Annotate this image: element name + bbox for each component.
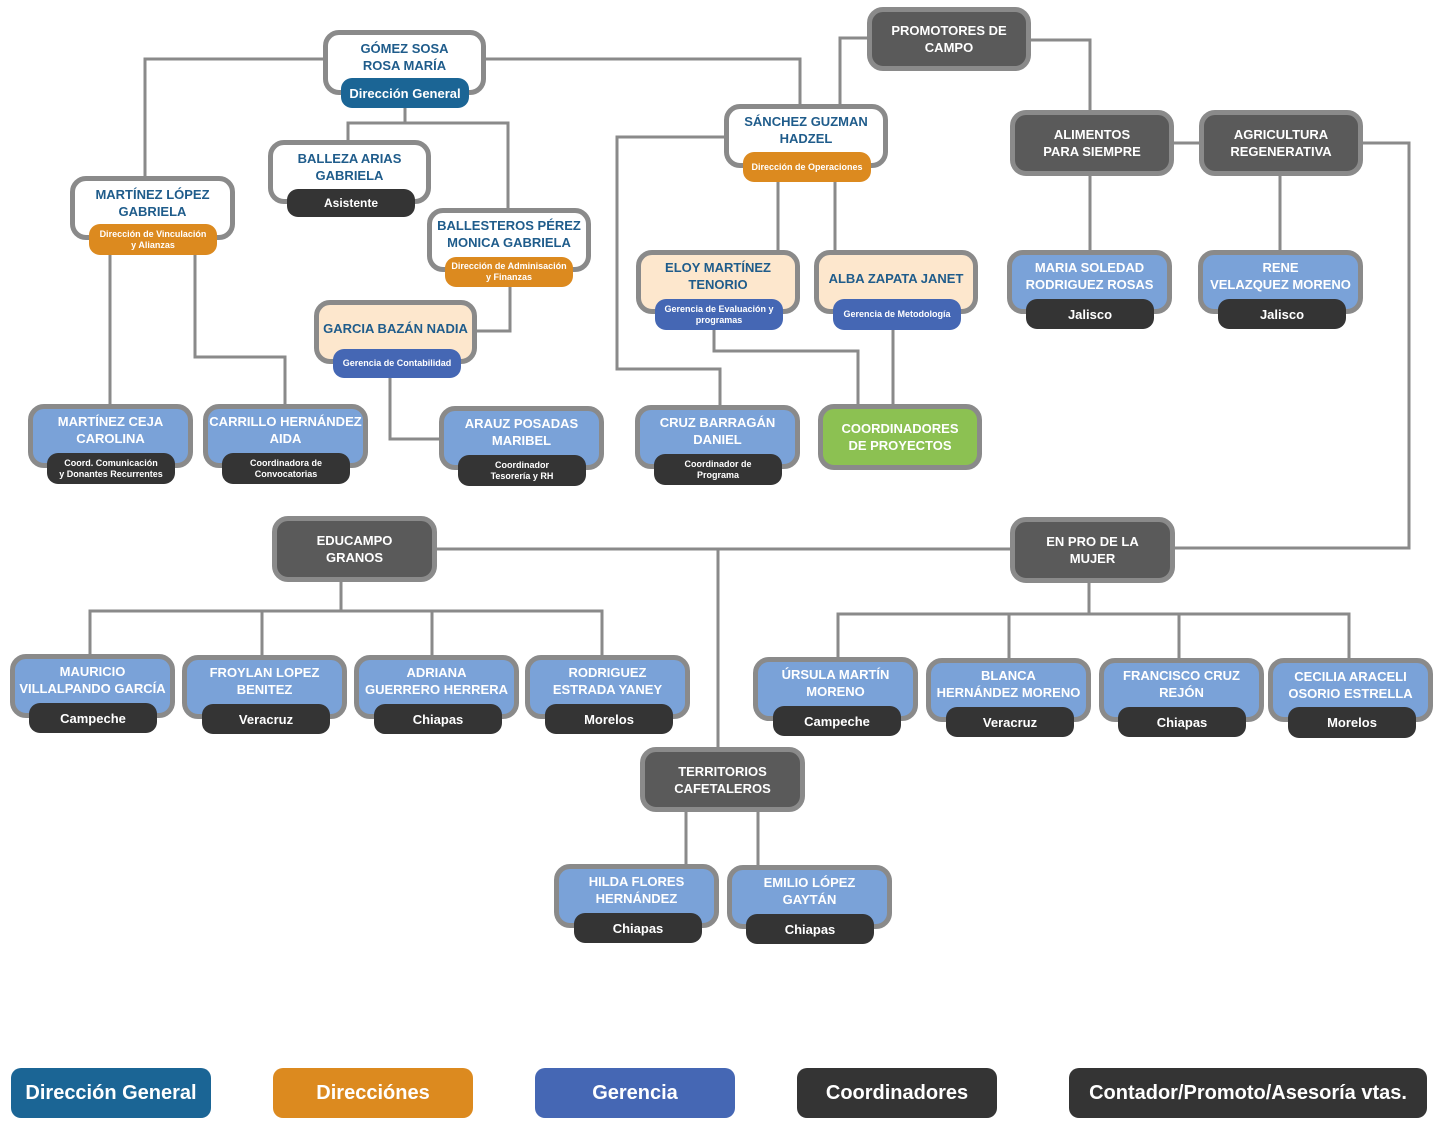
- role-arauz: Coordinador Tesorería y RH: [458, 455, 586, 486]
- role-martinez-lopez: Dirección de Vinculación y Alianzas: [89, 224, 217, 255]
- role-ballesteros: Dirección de Adminisación y Finanzas: [445, 257, 573, 287]
- role-balleza: Asistente: [287, 189, 415, 217]
- role-mauricio: Campeche: [29, 703, 157, 733]
- connector-educampo-bus: [88, 609, 604, 657]
- connector-gomez-martinez: [143, 57, 323, 178]
- connector-ballesteros-garcia: [475, 286, 512, 333]
- connector-gomez-sanchez: [485, 57, 802, 105]
- legend-direccion-general: Dirección General: [11, 1068, 211, 1118]
- role-cruz: Coordinador de Programa: [654, 454, 782, 485]
- node-territorios: TERRITORIOS CAFETALEROS: [640, 747, 805, 812]
- legend-contador: Contador/Promoto/Asesoría vtas.: [1069, 1068, 1427, 1118]
- role-rodriguez: Morelos: [545, 704, 673, 734]
- connector-gomez-balleza: [346, 108, 407, 143]
- connector-garcia-arauz: [388, 378, 442, 441]
- connector-agricultura-enpro: [1173, 141, 1411, 550]
- node-ceja: MARTÍNEZ CEJA CAROLINA: [28, 404, 193, 468]
- role-gomez: Dirección General: [341, 78, 469, 108]
- role-ceja: Coord. Comunicación y Donantes Recurrent…: [47, 453, 175, 484]
- connector-enpro-bus: [836, 612, 1351, 660]
- role-garcia: Gerencia de Contabilidad: [333, 349, 461, 378]
- node-enpro: EN PRO DE LA MUJER: [1010, 517, 1175, 583]
- connector-martinez-carrillo: [193, 255, 287, 406]
- role-emilio: Chiapas: [746, 914, 874, 944]
- role-ursula: Campeche: [773, 706, 901, 736]
- role-cecilia: Morelos: [1288, 707, 1416, 738]
- node-coordinadores: COORDINADORES DE PROYECTOS: [818, 404, 982, 470]
- connector-sanchez-promotores: [838, 36, 870, 105]
- legend-gerencia: Gerencia: [535, 1068, 735, 1118]
- role-maria-soledad: Jalisco: [1026, 299, 1154, 329]
- role-carrillo: Coordinadora de Convocatorias: [222, 453, 350, 484]
- role-froylan: Veracruz: [202, 704, 330, 734]
- node-agricultura: AGRICULTURA REGENERATIVA: [1199, 110, 1363, 176]
- legend-coordinadores: Coordinadores: [797, 1068, 997, 1118]
- node-gomez-name: GÓMEZ SOSA ROSA MARÍA: [360, 40, 449, 73]
- role-alba: Gerencia de Metodología: [833, 299, 961, 330]
- role-blanca: Veracruz: [946, 707, 1074, 737]
- role-hilda: Chiapas: [574, 913, 702, 943]
- connector-promotores-alimentos: [1030, 38, 1092, 112]
- node-promotores: PROMOTORES DE CAMPO: [867, 7, 1031, 71]
- role-eloy: Gerencia de Evaluación y programas: [655, 299, 783, 330]
- role-francisco: Chiapas: [1118, 707, 1246, 737]
- connector-sanchez-cruz: [615, 135, 725, 406]
- role-sanchez: Dirección de Operaciones: [743, 152, 871, 182]
- role-rene: Jalisco: [1218, 299, 1346, 329]
- legend-direcciones: Direcciónes: [273, 1068, 473, 1118]
- node-alimentos: ALIMENTOS PARA SIEMPRE: [1010, 110, 1174, 176]
- connector-eloy-coordinadores: [712, 330, 860, 406]
- role-adriana: Chiapas: [374, 704, 502, 734]
- connector-gomez-ballesteros: [405, 121, 510, 210]
- node-educampo: EDUCAMPO GRANOS: [272, 516, 437, 582]
